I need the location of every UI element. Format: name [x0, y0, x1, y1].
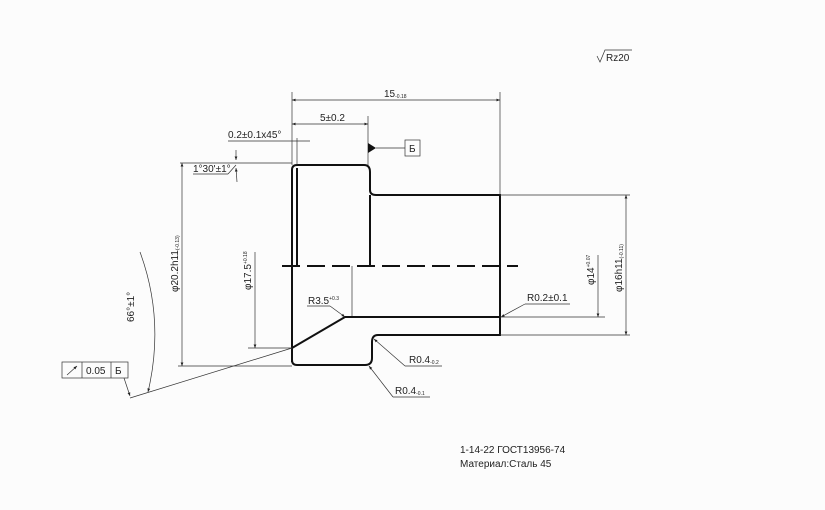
runout-tolerance-frame: 0.05 Б [61, 361, 131, 397]
dim-dia-bore-flange: φ17.5+0.18 [243, 251, 292, 349]
svg-text:φ14+0.07: φ14+0.07 [586, 255, 597, 285]
section-hatch [291, 316, 501, 366]
dim-radius-cone: R3.5+0.3 [307, 296, 346, 318]
datum-b: Б [368, 139, 421, 157]
dim-radius-outer: R0.4-0.1 [368, 365, 430, 398]
dim-angle-top: 1°30'±1° [180, 150, 292, 183]
svg-text:15-0.18: 15-0.18 [384, 89, 407, 100]
svg-text:φ20.2h11(-0.13): φ20.2h11(-0.13) [170, 235, 181, 292]
runout-arrow-icon [66, 365, 78, 376]
roughness-label: Rz20 [606, 53, 630, 64]
dim-radius-end: R0.2±0.1 [500, 293, 570, 318]
svg-text:R0.4-0.2: R0.4-0.2 [409, 355, 439, 366]
dim-length-total: 15-0.18 [291, 89, 501, 195]
designation: 1-14-22 ГОСТ13956-74 [460, 445, 566, 456]
svg-text:Б: Б [409, 144, 416, 155]
svg-text:R0.4-0.1: R0.4-0.1 [395, 386, 425, 397]
svg-text:5±0.2: 5±0.2 [320, 113, 345, 124]
dim-dia-outer: φ20.2h11(-0.13) [170, 163, 292, 367]
material: Материал:Сталь 45 [460, 459, 552, 470]
dim-dia-shaft: φ16h11(-0.11) [500, 194, 630, 336]
svg-text:0.05: 0.05 [86, 366, 106, 377]
svg-text:φ16h11(-0.11): φ16h11(-0.11) [614, 244, 625, 292]
svg-text:φ17.5+0.18: φ17.5+0.18 [243, 251, 254, 290]
dim-dia-bore: φ14+0.07 [500, 255, 605, 318]
svg-text:R3.5+0.3: R3.5+0.3 [308, 296, 339, 307]
svg-text:66°±1°: 66°±1° [126, 292, 137, 322]
svg-text:Б: Б [115, 366, 122, 377]
dim-angle-cone: 66°±1° [126, 251, 293, 399]
svg-text:0.2±0.1x45°: 0.2±0.1x45° [228, 130, 281, 141]
dim-radius-inner: R0.4-0.2 [373, 338, 442, 367]
svg-text:R0.2±0.1: R0.2±0.1 [527, 293, 568, 304]
part-outline [282, 164, 518, 366]
svg-text:1°30'±1°: 1°30'±1° [193, 164, 231, 175]
roughness-symbol: Rz20 [596, 49, 632, 64]
dim-chamfer: 0.2±0.1x45° [228, 130, 310, 165]
dim-flange-length: 5±0.2 [292, 113, 369, 165]
